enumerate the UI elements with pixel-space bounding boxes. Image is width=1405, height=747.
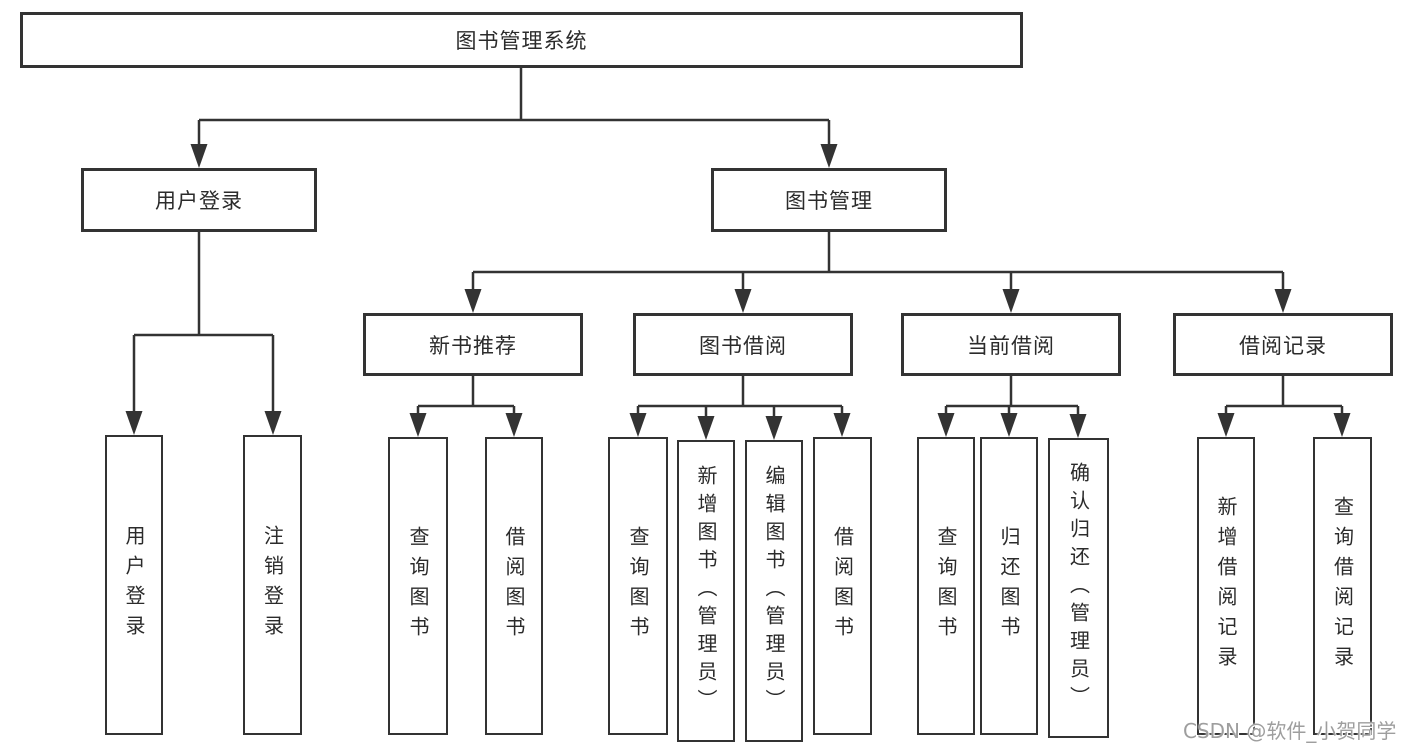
node-leaf-user-login: 用户登录 (105, 435, 163, 735)
node-current-borrow: 当前借阅 (901, 313, 1121, 376)
node-leaf-bb-borrow-book: 借阅图书 (813, 437, 872, 735)
node-borrow-record: 借阅记录 (1173, 313, 1393, 376)
node-root: 图书管理系统 (20, 12, 1023, 68)
node-leaf-nb-borrow-book: 借阅图书 (485, 437, 543, 735)
watermark: CSDN @软件_小贺同学 (1183, 719, 1397, 743)
node-leaf-br-query-record: 查询借阅记录 (1313, 437, 1372, 735)
node-leaf-bb-query-book: 查询图书 (608, 437, 668, 735)
node-leaf-cb-confirm-return: 确认归还（管理员） (1048, 438, 1109, 738)
node-new-book-rec: 新书推荐 (363, 313, 583, 376)
node-leaf-logout: 注销登录 (243, 435, 302, 735)
node-book-borrow: 图书借阅 (633, 313, 853, 376)
node-user-login: 用户登录 (81, 168, 317, 232)
node-leaf-cb-query-book: 查询图书 (917, 437, 975, 735)
node-leaf-nb-query-book: 查询图书 (388, 437, 448, 735)
node-leaf-bb-add-book: 新增图书（管理员） (677, 440, 735, 742)
node-leaf-br-add-record: 新增借阅记录 (1197, 437, 1255, 735)
node-leaf-bb-edit-book: 编辑图书（管理员） (745, 440, 803, 742)
node-leaf-cb-return-book: 归还图书 (980, 437, 1038, 735)
node-book-mgmt: 图书管理 (711, 168, 947, 232)
